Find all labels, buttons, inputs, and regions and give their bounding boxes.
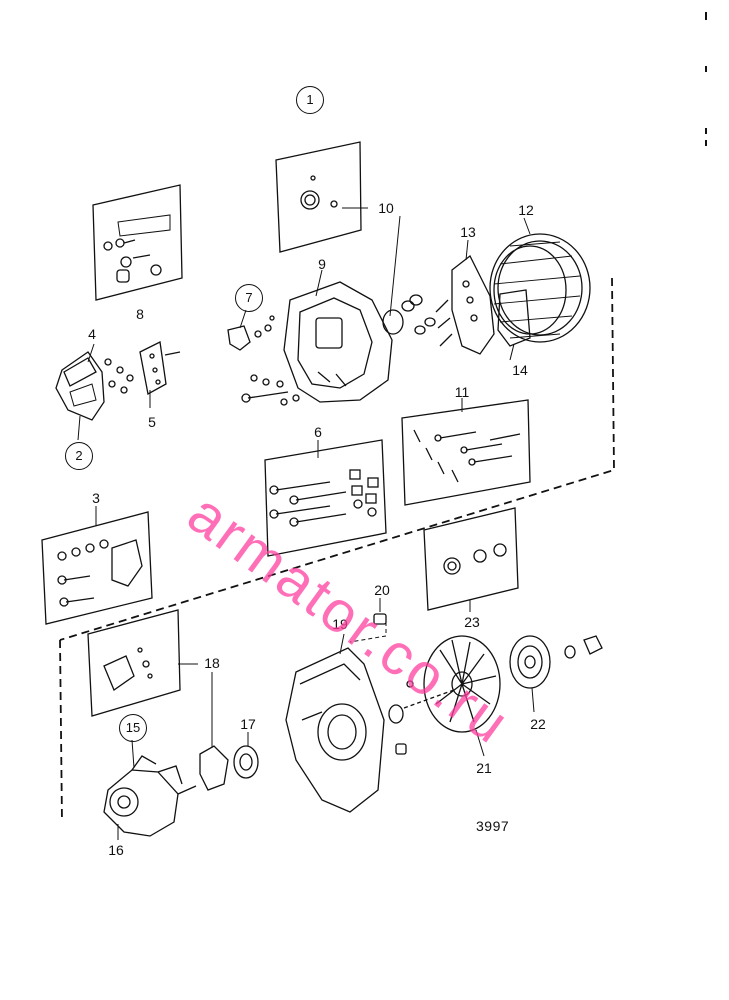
callout-3: 3	[92, 490, 100, 506]
callout-21: 21	[476, 760, 492, 776]
bearing-17	[233, 745, 259, 779]
scan-mark	[705, 12, 707, 20]
callout-16: 16	[108, 842, 124, 858]
kit-box-23	[423, 507, 519, 611]
pulley-22	[509, 635, 551, 689]
callout-1: 1	[296, 86, 324, 114]
assembly-boundary-lower	[59, 639, 63, 823]
callout-7: 7	[235, 284, 263, 312]
callout-15: 15	[119, 714, 147, 742]
callout-10: 10	[378, 200, 394, 216]
housing-19	[285, 647, 385, 813]
callout-18: 18	[204, 655, 220, 671]
scan-mark	[705, 66, 707, 72]
rectifier-plate-13	[451, 255, 495, 355]
callout-20: 20	[374, 582, 390, 598]
stator-12	[489, 233, 591, 343]
callout-23: 23	[464, 614, 480, 630]
scan-mark	[705, 128, 707, 134]
cover-plate-18	[199, 745, 229, 791]
rectifier-plate-14	[497, 289, 531, 347]
fan-21	[423, 635, 501, 733]
callout-22: 22	[530, 716, 546, 732]
kit-box-18	[87, 609, 181, 717]
callout-13: 13	[460, 224, 476, 240]
bearing-ring-10	[382, 309, 404, 335]
kit-box-6	[264, 439, 387, 557]
kit-box-8	[92, 184, 183, 301]
kit-box-3	[41, 511, 153, 625]
rotor-16	[103, 769, 179, 837]
scan-mark	[705, 140, 707, 146]
callout-9: 9	[318, 256, 326, 272]
drawing-number: 3997	[476, 818, 510, 834]
callout-11: 11	[454, 384, 470, 400]
callout-17: 17	[240, 716, 256, 732]
part-20	[373, 613, 387, 625]
kit-box-cap	[275, 141, 362, 253]
callout-2: 2	[65, 442, 93, 470]
assembly-boundary-upper	[59, 277, 615, 641]
callout-19: 19	[332, 616, 348, 632]
callout-6: 6	[314, 424, 322, 440]
regulator-plate	[139, 341, 167, 396]
part-7-terminal	[227, 325, 251, 351]
kit-box-11	[401, 399, 531, 506]
end-shield-9	[283, 281, 393, 403]
callout-14: 14	[512, 362, 528, 378]
callout-12: 12	[518, 202, 534, 218]
callout-5: 5	[148, 414, 156, 430]
callout-8: 8	[136, 306, 144, 322]
callout-4: 4	[88, 326, 96, 342]
